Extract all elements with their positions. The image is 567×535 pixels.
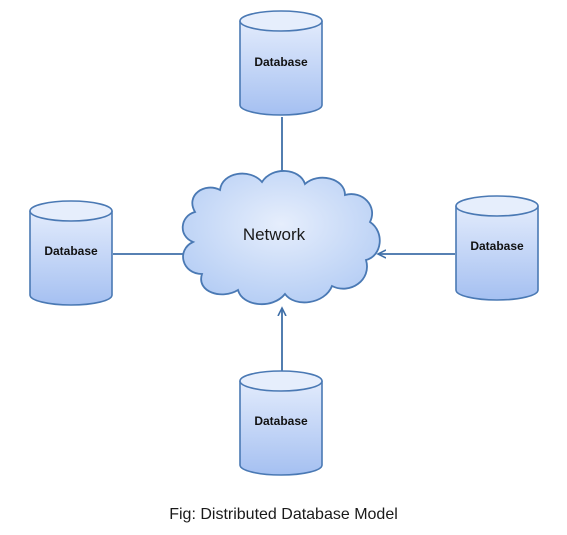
database-right: Database <box>455 195 539 301</box>
cylinder-body <box>239 381 323 476</box>
cloud-shape <box>181 170 381 306</box>
network-label: Network <box>243 225 306 244</box>
cylinder-body <box>455 206 539 301</box>
database-label: Database <box>470 239 524 253</box>
cylinder-top <box>239 10 323 32</box>
figure-caption: Fig: Distributed Database Model <box>169 506 398 523</box>
database-label: Database <box>44 244 98 258</box>
cylinder-body <box>239 21 323 116</box>
cylinder-body <box>29 211 113 306</box>
network-cloud: Network <box>181 170 381 306</box>
connectors <box>113 117 455 372</box>
cylinder-top <box>455 195 539 217</box>
cylinder-top <box>239 370 323 392</box>
database-top: Database <box>239 10 323 116</box>
database-label: Database <box>254 55 308 69</box>
database-bottom: Database <box>239 370 323 476</box>
cylinder-top <box>29 200 113 222</box>
database-left: Database <box>29 200 113 306</box>
database-label: Database <box>254 414 308 428</box>
distributed-database-diagram: Network Database Database Database Datab… <box>29 10 539 476</box>
